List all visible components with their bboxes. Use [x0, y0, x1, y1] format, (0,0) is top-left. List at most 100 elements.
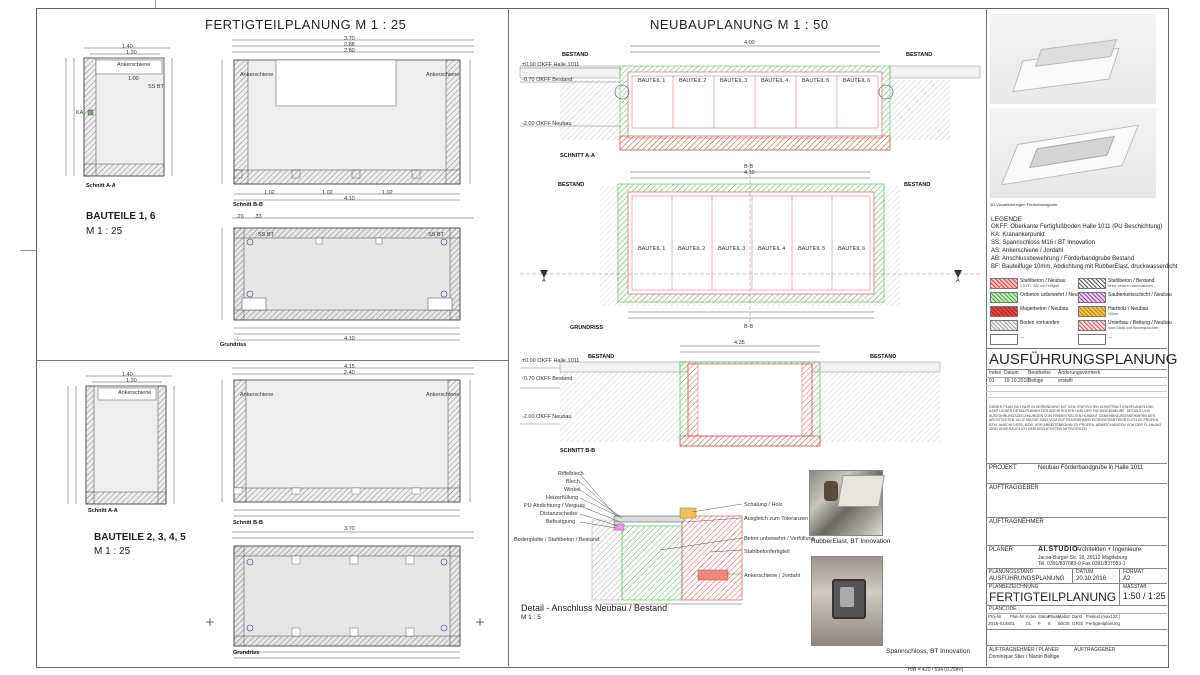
bauteil-5-gr: BAUTEIL 5: [798, 246, 826, 252]
dim-neubau-400: 4.00: [744, 40, 755, 46]
massstab-value: 1:50 / 1:25: [1123, 591, 1166, 601]
schnitt-bb-neubau-label: SCHNITT B-B: [560, 448, 596, 454]
legend-line-5: AB: Anschlussbewehrung / Förderbandgrube…: [991, 256, 1135, 262]
section-a-right: A: [956, 278, 960, 284]
ankerschiene-label-bb2-r: Ankerschiene: [426, 392, 460, 398]
bauteil-1-gr: BAUTEIL 1: [638, 246, 666, 252]
bauteil-5-aa: BAUTEIL 5: [802, 78, 830, 84]
sign-sep: [986, 645, 1167, 646]
legend-swatch-chip: [990, 292, 1018, 303]
bauteil-3-aa: BAUTEIL 3: [720, 78, 748, 84]
dim-100: 1.00: [128, 76, 139, 82]
legend-swatch-chip: [1078, 292, 1106, 303]
caption-spannschloss: Spannschloss, BT Innovation: [886, 648, 971, 655]
photo-spannschloss: [811, 556, 883, 646]
divider-right-side: [986, 8, 987, 666]
drawing-grundriss-bottom: [206, 531, 484, 659]
bauteil-6-gr: BAUTEIL 6: [838, 246, 866, 252]
rev-row-datum: 19.10.2016: [1004, 378, 1030, 384]
planer-sep: [986, 545, 1167, 546]
sheet-border: [36, 8, 1169, 668]
format-label: FORMAT: [1123, 569, 1144, 575]
plancode-value-cell: 5: [1048, 621, 1051, 626]
ankerschiene-label-bb2-l: Ankerschiene: [240, 392, 274, 398]
detail-scale: M 1 : 5: [521, 614, 541, 621]
fold-mark-top: [155, 0, 156, 8]
legend-swatch-label: Unterbau / Bettung / Neubau: [1108, 320, 1172, 326]
rev-line-4: [986, 397, 1167, 398]
ankerschiene-label-bottom: Ankerschiene: [118, 390, 152, 396]
legend-swatch-label: Hartholz / Neubau: [1108, 306, 1149, 312]
bauteil-1-aa: BAUTEIL 1: [638, 78, 666, 84]
ankerschiene-label-bb-l: Ankerschiene: [240, 72, 274, 78]
rev-header-index: Index: [989, 370, 1002, 376]
dim-bb-410: 4.10: [344, 196, 355, 202]
drawing-neubau-schnitt-aa: [519, 45, 981, 151]
detail-label-blech: Blech: [566, 479, 580, 485]
plancode-header-cell: Darst: [1072, 614, 1083, 619]
rev-table-row-sep: [986, 377, 1167, 378]
ankerschiene-label-top: Ankerschiene: [117, 62, 151, 68]
dim-bb-102-c: 1.02: [382, 190, 393, 196]
auftraggeber-sep: [986, 483, 1167, 484]
bestand-right-grundriss: BESTAND: [904, 182, 931, 188]
detail-label-heizer: Heizerfüllung: [546, 495, 579, 501]
plancode-header-cell: Index: [1026, 614, 1037, 619]
detail-label-stahlbeton: Stahlbetonfertigteil: [744, 549, 790, 555]
dim-bb-280: 2.80: [344, 48, 355, 54]
detail-label-befestigung: Befestigung: [546, 519, 576, 525]
legend-swatch-sublabel: Hölzer: [1108, 312, 1119, 316]
drawing-schnitt-bb-bottom: [221, 367, 474, 517]
rev-header-vermerk: Änderungsvermerk: [1058, 370, 1101, 376]
render-top: [990, 14, 1156, 104]
plan-type: AUSFÜHRUNGSPLANUNG: [989, 351, 1178, 368]
plancode-value-cell: 50/25: [1058, 621, 1070, 626]
dim-bb-102-b: 1.02: [322, 190, 333, 196]
legend-line-3: SS: Spannschloss M16 / BT Innovation: [991, 240, 1095, 246]
plancode-label: PLANCODE: [989, 606, 1017, 612]
legend-swatch-label: Ortbeton unbewehrt / Neubau: [1020, 292, 1086, 298]
rev-table-top: [986, 369, 1167, 370]
rev-line-2: [986, 385, 1167, 386]
drawing-schnitt-aa-top: [65, 47, 173, 177]
dim-140-b: 1.40: [122, 372, 133, 378]
plancode-header-cell: Status: [1038, 614, 1050, 619]
schnitt-bb-label-bottom: Schnitt B-B: [233, 520, 263, 526]
detail-label-schalung: Schalung / Holz: [744, 502, 783, 508]
grundriss-label-top: Grundriss: [220, 342, 247, 348]
level-200-aa: -2.00 OKFF Neubau: [522, 121, 572, 127]
plancode-value-cell: Fertigteilplanung: [1086, 621, 1120, 626]
code-header-sep: [986, 613, 1167, 614]
detail-label-riffelblech: Riffelblech: [558, 471, 584, 477]
bauteile-16-scale: M 1 : 25: [86, 226, 123, 237]
bestand-right-bb: BESTAND: [870, 354, 897, 360]
dim-neubau-435: 4.35: [734, 340, 745, 346]
dim-neubau-410: 4.10: [744, 170, 755, 176]
ss-mark-grundriss-r: SS BT: [428, 232, 444, 238]
bauteile-16-title: BAUTEILE 1, 6: [86, 211, 156, 222]
planer-logo: AI.STUDIO: [1038, 546, 1078, 553]
section-b-bottom: B-B: [744, 324, 754, 330]
render-caption: 3D Visualisierungen Förderbandgrube: [990, 202, 1058, 207]
legend-swatch-label: Magerbeton / Neubau: [1020, 306, 1069, 312]
sign-name: Dominique Stier / Martin Beltige: [989, 654, 1060, 660]
drawing-schnitt-bb-top: [221, 39, 474, 201]
left-title: FERTIGTEILPLANUNG M 1 : 25: [205, 17, 407, 32]
legend-line-2: KA: Kranankerpunkt: [991, 232, 1045, 238]
legend-swatch-label: Stahlbeton / Bestand: [1108, 278, 1155, 284]
grid-label-20-a: .20: [236, 214, 244, 220]
plancode-value-cell: 01: [1026, 621, 1032, 626]
caption-rubberelast: RubberElast, BT Innovation: [811, 538, 891, 545]
bauteil-2-aa: BAUTEIL 2: [679, 78, 707, 84]
legend-swatch-sublabel: nach Statik und Bodengutachten: [1108, 326, 1159, 330]
planer-label: PLANER: [989, 547, 1014, 553]
grundriss-label-bottom: Grundriss: [233, 650, 260, 656]
legend-swatch-chip: [1078, 306, 1106, 317]
dim-bb-288: 2.88: [344, 42, 355, 48]
auftragnehmer-sep: [986, 517, 1167, 518]
legend-swatch-chip: [990, 320, 1018, 331]
detail-label-distanz: Distanzscheibe: [540, 511, 578, 517]
photo-rubberelast: [809, 470, 885, 536]
sign-right-label: AUFTRAGGEBER: [1074, 647, 1116, 653]
